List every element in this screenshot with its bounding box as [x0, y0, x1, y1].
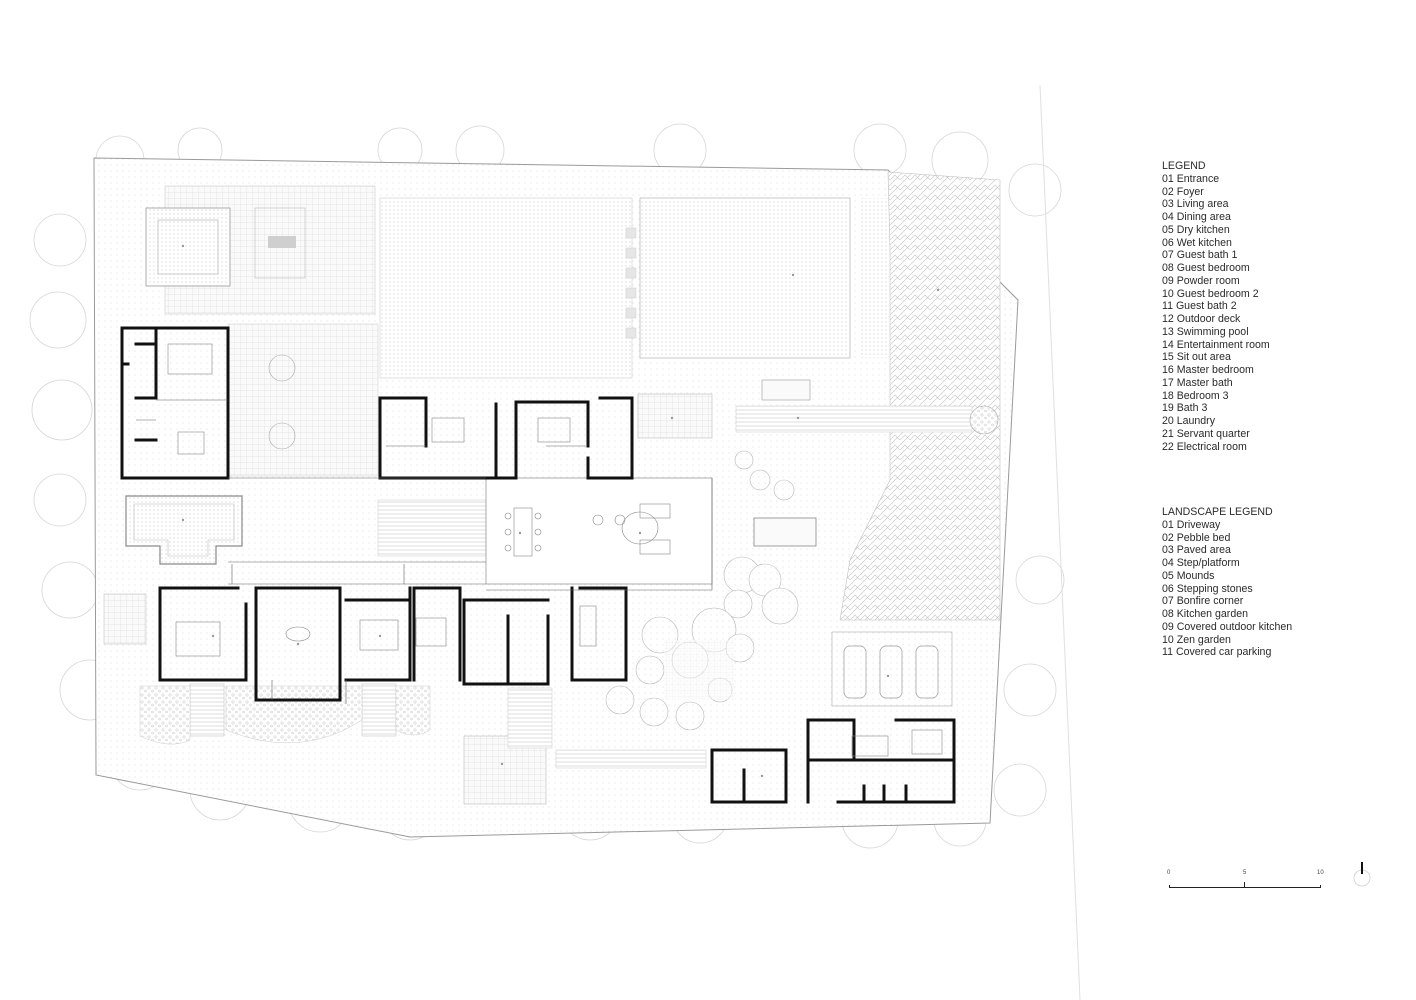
legend-item: 04 Dining area — [1162, 211, 1231, 223]
entertainment-pavilion — [125, 495, 243, 565]
legend-item: 02 Foyer — [1162, 185, 1204, 198]
legend-item: 21 Servant quarter — [1162, 427, 1250, 440]
zen-garden-round — [969, 405, 999, 435]
legend-item: 11 Guest bath 2 — [1162, 300, 1237, 313]
living-furniture-icon — [592, 503, 671, 555]
legend-item: 22 Electrical room — [1162, 440, 1247, 453]
landscape-legend-item: 10 Zen garden — [1162, 633, 1231, 646]
legend-item: 03 Living area — [1162, 198, 1229, 211]
outdoor-deck — [377, 499, 487, 557]
front-lawn — [379, 197, 633, 379]
legend-item: 06 Wet kitchen — [1162, 236, 1232, 249]
scale-bar: 0 5 10 — [1166, 870, 1326, 894]
legend-item: 01 Entrance — [1162, 172, 1220, 185]
dining-table-icon — [504, 507, 542, 557]
covered-car-parking — [831, 631, 953, 707]
legend-item: 15 Sit out area — [1162, 351, 1231, 364]
scale-bar-mid-tick — [1244, 882, 1245, 887]
landscape-legend-item: 02 Pebble bed — [1162, 531, 1231, 544]
legend-item: 07 Guest bath 1 — [1162, 249, 1238, 262]
legend-item: 12 Outdoor deck — [1162, 313, 1241, 325]
landscape-legend-item: 04 Step/platform — [1162, 557, 1240, 569]
legend-item: 09 Powder room — [1162, 274, 1240, 287]
legend-item: 19 Bath 3 — [1162, 402, 1208, 415]
legend-item: 18 Bedroom 3 — [1162, 389, 1229, 402]
landscape-legend-item: 08 Kitchen garden — [1162, 608, 1248, 620]
legend-item: 13 Swimming pool — [1162, 325, 1249, 338]
landscape-legend-item: 01 Driveway — [1162, 518, 1221, 531]
entrance-walkway — [637, 393, 713, 439]
room-legend: LEGEND 01 Entrance 02 Foyer 03 Living ar… — [1162, 160, 1270, 453]
room-number-marks — [181, 244, 940, 778]
landscape-legend-item: 07 Bonfire corner — [1162, 595, 1244, 608]
legend-item: 17 Master bath — [1162, 376, 1233, 389]
scale-label-0: 0 — [1167, 870, 1171, 876]
landscape-legend-item: 09 Covered outdoor kitchen — [1162, 620, 1293, 633]
swimming-pool-area — [639, 197, 851, 359]
landscape-legend-item: 03 Paved area — [1162, 544, 1231, 557]
legend-item: 20 Laundry — [1162, 415, 1216, 427]
legend-item: 05 Dry kitchen — [1162, 223, 1230, 236]
furniture — [167, 343, 943, 757]
landscape-legend-item: 05 Mounds — [1162, 569, 1215, 582]
living-dining-hall — [485, 477, 713, 585]
scale-label-5: 5 — [1243, 870, 1247, 876]
sit-out-area — [227, 323, 379, 477]
driveway — [839, 171, 1001, 621]
legend-item: 10 Guest bedroom 2 — [1162, 287, 1259, 300]
scale-label-10: 10 — [1317, 870, 1324, 876]
pebble-bed — [139, 685, 431, 745]
legend-title: LEGEND — [1162, 160, 1206, 172]
north-arrow-icon — [1353, 862, 1371, 887]
legend-item: 08 Guest bedroom — [1162, 262, 1250, 274]
landscape-legend-item: 11 Covered car parking — [1162, 646, 1272, 659]
scale-bar-line — [1169, 885, 1321, 888]
legend-item: 14 Entertainment room — [1162, 338, 1270, 351]
landscape-legend: LANDSCAPE LEGEND 01 Driveway 02 Pebble b… — [1162, 506, 1292, 659]
legend-item: 16 Master bedroom — [1162, 364, 1254, 376]
landscape-legend-title: LANDSCAPE LEGEND — [1162, 506, 1273, 518]
covered-outdoor-kitchen — [753, 517, 817, 547]
landscape-legend-item: 06 Stepping stones — [1162, 582, 1253, 595]
stepping-stones — [625, 227, 637, 339]
